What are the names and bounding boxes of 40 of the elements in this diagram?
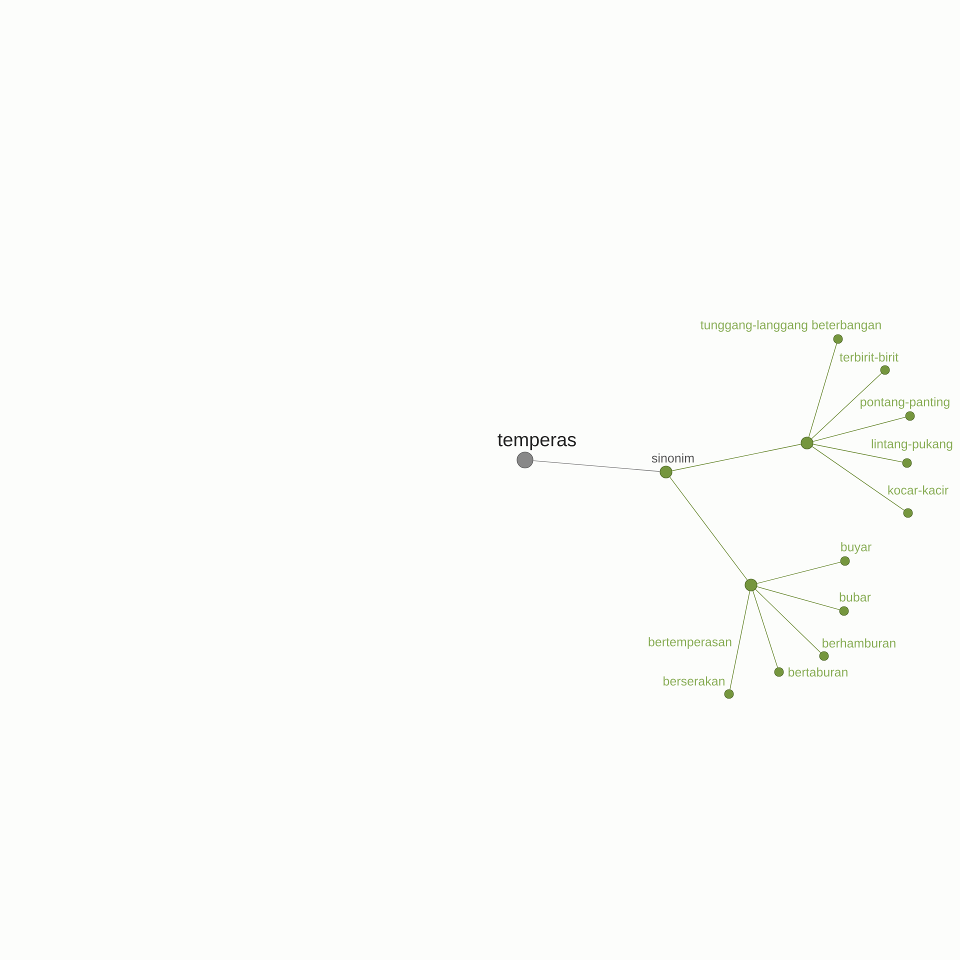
connector-line <box>812 444 903 462</box>
node-label: bertaburan <box>788 667 848 677</box>
word-node: lintang-pukang <box>872 439 952 468</box>
connector-line <box>811 372 882 440</box>
connector-line <box>756 562 841 584</box>
word-label: bertemperasan <box>648 637 732 649</box>
node-label: kocar-kacir <box>888 485 948 495</box>
connector-line <box>812 416 906 442</box>
node-label: temperas <box>498 434 576 450</box>
word-node: sinonim <box>652 453 694 478</box>
node-label: sinonim <box>652 453 694 463</box>
word-node: pontang-panting <box>860 397 950 421</box>
word-node: buyar <box>840 542 872 566</box>
node-label: tunggang-langgang beterbangan <box>700 320 881 332</box>
connector-line <box>532 460 660 472</box>
word-node: kocar-kacir <box>888 485 948 518</box>
word-node: berserakan <box>664 676 734 699</box>
connector-line <box>672 444 802 472</box>
node-label: bubar <box>840 592 871 602</box>
node-label: berhamburan <box>822 638 896 648</box>
node-label: berserakan <box>664 676 724 686</box>
node-label: buyar <box>841 542 872 554</box>
connector-line <box>812 446 904 511</box>
connector-line <box>752 590 778 668</box>
connector-line <box>669 476 748 580</box>
word-node: terbirit-birit <box>840 352 898 375</box>
connector-line <box>755 589 821 653</box>
word-node: bubar <box>839 592 871 616</box>
connector-line <box>808 343 837 438</box>
junction-dot <box>800 436 814 450</box>
node-label: terbirit-birit <box>840 352 898 362</box>
word-node: bertaburan <box>774 667 848 677</box>
node-label: pontang-panting <box>860 397 950 409</box>
connector-line <box>756 586 840 610</box>
word-node: temperas <box>498 434 576 468</box>
word-node: tunggang-langgang beterbangan <box>700 320 881 344</box>
word-node: berhamburan <box>819 638 896 661</box>
junction-dot <box>744 578 758 592</box>
connector-line <box>730 590 750 690</box>
node-label: lintang-pukang <box>872 439 952 451</box>
